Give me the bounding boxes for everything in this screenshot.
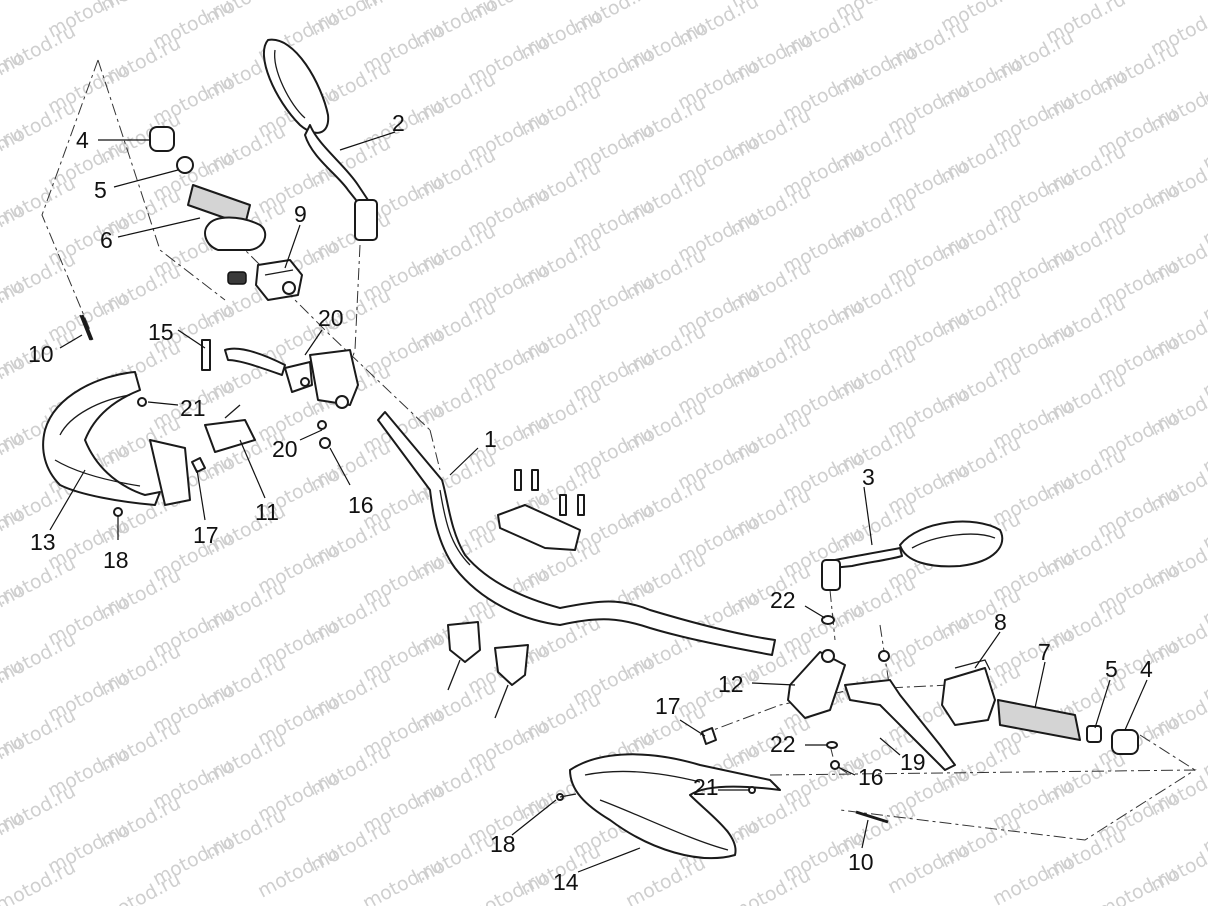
brake-master-cylinder — [787, 649, 846, 719]
callout-19: 19 — [900, 749, 926, 775]
left-grip — [187, 184, 267, 285]
callout-18-left: 18 — [103, 547, 129, 573]
callout-13: 13 — [30, 529, 56, 555]
callout-10-right: 10 — [848, 849, 874, 875]
callout-7: 7 — [1038, 639, 1051, 665]
watermark-text: motod.ru — [464, 866, 551, 906]
watermark-text: motod.ru — [359, 854, 446, 906]
upper-clamp — [497, 469, 585, 551]
right-handguard — [569, 753, 781, 859]
left-lever-assembly — [201, 339, 359, 453]
callout-16-right: 16 — [858, 764, 884, 790]
lower-clamps — [447, 621, 529, 719]
handlebar — [377, 411, 776, 656]
callout-21-right: 21 — [693, 774, 719, 800]
watermark-text: motod.ru — [727, 864, 814, 906]
watermark-text: motod.ru — [622, 852, 709, 906]
callout-5-left: 5 — [94, 177, 107, 203]
callout-labels: 1 2 3 4 4 5 5 6 7 8 9 10 10 11 12 13 14 … — [28, 110, 1153, 895]
callout-12: 12 — [718, 671, 744, 697]
callout-16-left: 16 — [348, 492, 374, 518]
left-handguard — [42, 371, 191, 506]
brake-lever — [844, 650, 956, 771]
right-bar-end — [1111, 729, 1139, 755]
callout-8: 8 — [994, 609, 1007, 635]
watermark-text: motod.ru — [0, 0, 26, 30]
callout-4-left: 4 — [76, 127, 89, 153]
right-grip — [997, 699, 1081, 741]
watermark-text: motod.ru — [97, 868, 184, 906]
callout-15: 15 — [148, 319, 174, 345]
watermark-text: motod.ru — [0, 0, 79, 4]
callout-17-left: 17 — [193, 522, 219, 548]
left-long-bolt — [79, 314, 94, 341]
callout-6: 6 — [100, 227, 113, 253]
left-switch-housing — [255, 259, 303, 301]
callout-9: 9 — [294, 201, 307, 227]
callout-22-bottom: 22 — [770, 731, 796, 757]
callout-2: 2 — [392, 110, 405, 136]
callout-11: 11 — [255, 499, 279, 525]
left-bar-end — [149, 126, 175, 152]
assembly-lines — [41, 59, 1197, 841]
callout-4-right: 4 — [1140, 656, 1153, 682]
callout-5-right: 5 — [1105, 656, 1118, 682]
right-switch-housing — [941, 659, 996, 726]
callout-20-top: 20 — [318, 305, 344, 331]
right-spacer — [1086, 725, 1102, 743]
watermark-text: motod.ru — [884, 838, 971, 898]
callout-17-right: 17 — [655, 693, 681, 719]
callout-3: 3 — [862, 464, 875, 490]
left-spacer — [176, 156, 194, 174]
watermark-text: motod.ru — [1094, 862, 1181, 906]
right-mirror — [821, 520, 1004, 591]
callout-14: 14 — [553, 869, 579, 895]
callout-1: 1 — [484, 426, 497, 452]
watermark-text: motod.ru — [254, 842, 341, 902]
callout-21-left: 21 — [180, 395, 206, 421]
left-mirror — [263, 38, 378, 241]
callout-22-top: 22 — [770, 587, 796, 613]
watermark-text: motod.ru — [0, 856, 79, 906]
callout-18-right: 18 — [490, 831, 516, 857]
callout-10-left: 10 — [28, 341, 54, 367]
watermark-text: motod.ru — [255, 0, 342, 2]
watermark-text: motod.ru — [1199, 874, 1208, 906]
small-hardware — [113, 377, 889, 824]
callout-20-bottom: 20 — [272, 436, 298, 462]
callout-leaders — [49, 131, 1148, 873]
